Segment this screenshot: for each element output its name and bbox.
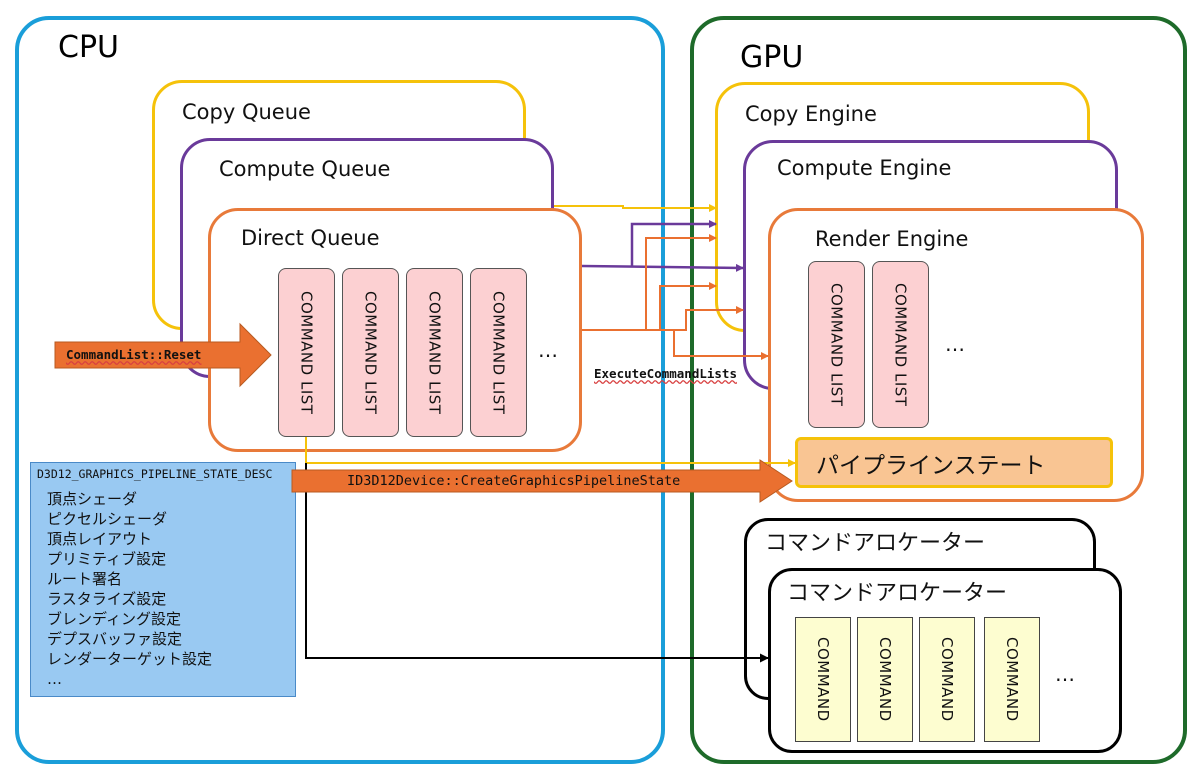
cpu-command-list-label: COMMAND LIST	[489, 290, 508, 415]
command-label: COMMAND	[876, 637, 894, 722]
pso-desc-box: D3D12_GRAPHICS_PIPELINE_STATE_DESC 頂点シェー…	[30, 462, 296, 697]
gpu-command-list-ellipsis: …	[945, 332, 965, 356]
pso-desc-item: ピクセルシェーダ	[47, 510, 168, 528]
cpu-command-list-3: COMMAND LIST	[406, 268, 463, 437]
direct-connector	[674, 306, 744, 331]
create-pso-arrow	[291, 459, 793, 503]
command-1: COMMAND	[795, 617, 851, 742]
pso-desc-item: レンダーターゲット設定	[47, 650, 213, 668]
command-label: COMMAND	[814, 637, 832, 722]
compute-queue-title: Compute Queue	[219, 157, 391, 181]
pso-desc-item: 頂点レイアウト	[47, 530, 153, 548]
copy-queue-title: Copy Queue	[182, 100, 311, 124]
pso-desc-title: D3D12_GRAPHICS_PIPELINE_STATE_DESC	[37, 467, 273, 481]
command-3: COMMAND	[919, 617, 975, 742]
gpu-command-list-1: COMMAND LIST	[808, 261, 865, 428]
command-allocator-back-title: コマンドアロケーター	[765, 531, 986, 556]
cpu-command-list-label: COMMAND LIST	[297, 290, 316, 415]
reset-label: CommandList::Reset	[66, 347, 202, 362]
cpu-command-list-ellipsis: …	[538, 338, 558, 362]
pso-desc-item: 頂点シェーダ	[47, 490, 138, 508]
direct-connector	[646, 282, 717, 331]
compute-connector	[630, 220, 717, 266]
pso-desc-item: ブレンディング設定	[47, 610, 181, 628]
compute-engine-title: Compute Engine	[777, 156, 952, 180]
gpu-title: GPU	[740, 40, 804, 75]
pso-desc-item: …	[47, 670, 62, 688]
gpu-command-list-2: COMMAND LIST	[872, 261, 929, 428]
reset-arrow	[54, 322, 272, 388]
direct-connector	[582, 234, 717, 331]
direct-connector	[660, 329, 769, 360]
pipeline-state-box: パイプラインステート	[795, 437, 1113, 488]
cpu-command-list-label: COMMAND LIST	[361, 290, 380, 415]
command-ellipsis: …	[1055, 662, 1075, 686]
execute-label: ExecuteCommandLists	[594, 366, 737, 381]
render-engine-title: Render Engine	[815, 227, 969, 251]
command-label: COMMAND	[1003, 637, 1021, 722]
command-allocator-front-title: コマンドアロケーター	[787, 581, 1008, 606]
cpu-command-list-label: COMMAND LIST	[425, 290, 444, 415]
command-4: COMMAND	[984, 617, 1040, 742]
allocator-connector	[305, 463, 769, 663]
pso-desc-item: デプスバッファ設定	[47, 630, 183, 648]
command-2: COMMAND	[857, 617, 913, 742]
gpu-command-list-label: COMMAND LIST	[891, 282, 910, 407]
pso-desc-item: ラスタライズ設定	[47, 590, 167, 608]
gpu-command-list-label: COMMAND LIST	[827, 282, 846, 407]
pipeline-state-label: パイプラインステート	[816, 452, 1046, 479]
copy-engine-title: Copy Engine	[745, 102, 877, 126]
cpu-command-list-2: COMMAND LIST	[342, 268, 399, 437]
pso-desc-item: プリミティブ設定	[47, 550, 167, 568]
direct-queue-title: Direct Queue	[241, 226, 380, 250]
compute-connector	[581, 263, 744, 272]
create-pso-label: ID3D12Device::CreateGraphicsPipelineStat…	[347, 473, 681, 489]
cpu-title: CPU	[58, 30, 119, 65]
cpu-command-list-4: COMMAND LIST	[470, 268, 527, 437]
pso-desc-item: ルート署名	[47, 570, 123, 588]
pso-connector	[305, 437, 796, 467]
command-label: COMMAND	[938, 637, 956, 722]
cpu-command-list-1: COMMAND LIST	[278, 268, 335, 437]
